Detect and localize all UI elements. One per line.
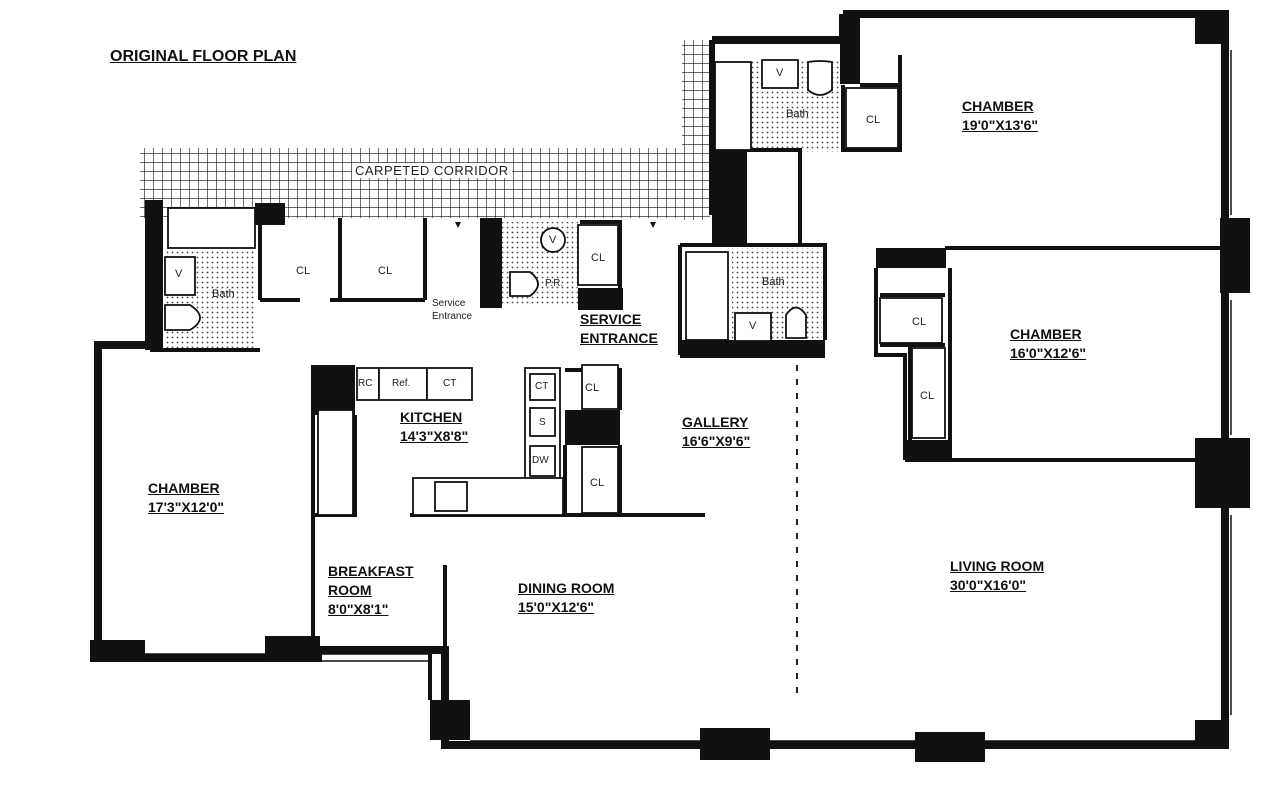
bath-label: Bath (786, 108, 809, 120)
wall-piers (90, 14, 1250, 762)
door-marks (455, 222, 656, 228)
closet-label: CL (866, 114, 881, 126)
windows (145, 50, 1232, 749)
fixtures (164, 59, 946, 516)
closet-label: CL (591, 252, 606, 264)
chamber-e-dims: 16'0"X12'6" (1010, 345, 1086, 361)
closet-label: CL (378, 265, 393, 277)
countertop-label: CT (443, 378, 457, 389)
living-dims: 30'0"X16'0" (950, 577, 1026, 593)
closet-label: CL (912, 316, 927, 328)
breakfast-name-2: ROOM (328, 582, 372, 598)
refrigerator-label: Ref. (392, 378, 411, 389)
vanity-label: V (549, 234, 557, 246)
living-name: LIVING ROOM (950, 558, 1045, 574)
outer-walls (94, 10, 1229, 749)
dining-dims: 15'0"X12'6" (518, 599, 594, 615)
kitchen-dims: 14'3"X8'8" (400, 428, 469, 444)
closet-label: CL (296, 265, 311, 277)
chamber-e-name: CHAMBER (1010, 326, 1082, 342)
service-entrance-line1: SERVICE (580, 311, 642, 327)
gallery-dims: 16'6"X9'6" (682, 433, 751, 449)
closet-label: CL (590, 477, 605, 489)
sink-label: S (539, 417, 546, 428)
entrance-small-label: Entrance (432, 311, 473, 322)
vanity-label: V (175, 268, 183, 280)
kitchen-name: KITCHEN (400, 409, 463, 425)
chamber-ne-name: CHAMBER (962, 98, 1034, 114)
dishwasher-label: DW (532, 455, 549, 466)
plan-title: ORIGINAL FLOOR PLAN (110, 48, 297, 65)
service-entrance-line2: ENTRANCE (580, 330, 658, 346)
closet-label: CL (585, 382, 600, 394)
breakfast-dims: 8'0"X8'1" (328, 601, 389, 617)
chamber-w-dims: 17'3"X12'0" (148, 499, 224, 515)
bath-label: Bath (762, 276, 785, 288)
breakfast-name: BREAKFAST (328, 563, 414, 579)
closet-label: CL (920, 390, 935, 402)
chamber-ne-dims: 19'0"X13'6" (962, 117, 1038, 133)
powder-room-label: P.R. (545, 278, 564, 289)
dining-name: DINING ROOM (518, 580, 615, 596)
vanity-label: V (749, 320, 757, 332)
range-cooktop-label: RC (358, 378, 373, 389)
vanity-label: V (776, 67, 784, 79)
gallery-name: GALLERY (682, 414, 749, 430)
corridor-label: CARPETED CORRIDOR (352, 163, 512, 178)
countertop-label: CT (535, 381, 549, 392)
bath-label: Bath (212, 288, 235, 300)
carpeted-corridor-area (140, 40, 710, 220)
service-small-label: Service (432, 298, 466, 309)
chamber-w-name: CHAMBER (148, 480, 220, 496)
